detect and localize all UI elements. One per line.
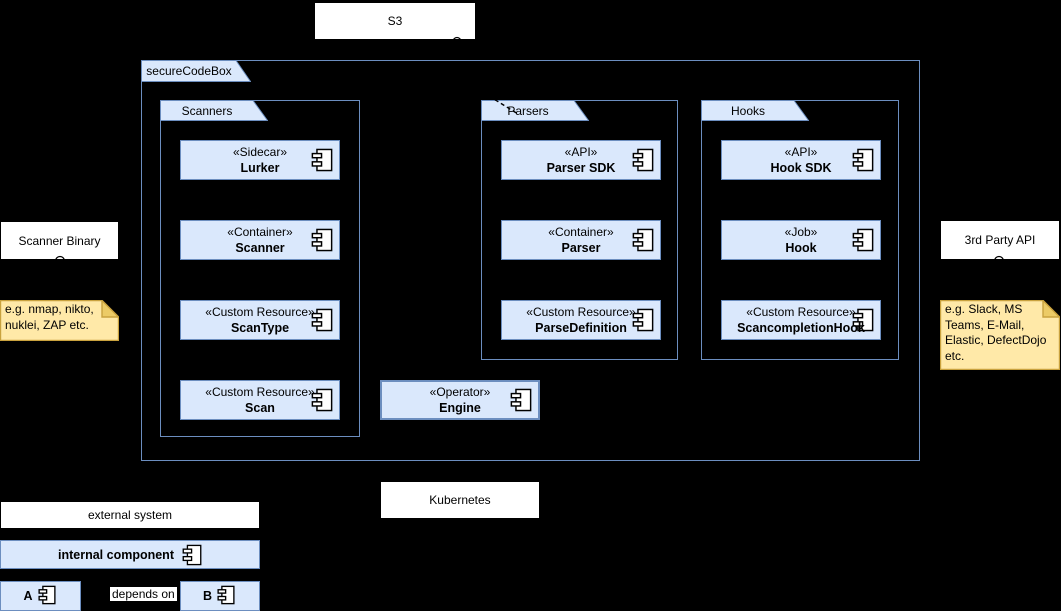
component-stereotype: «API»	[564, 144, 598, 159]
component-scancompletionhook: «Custom Resource» ScancompletionHook	[721, 300, 881, 340]
component-scanner: «Container» Scanner	[180, 220, 340, 260]
component-stereotype: «Custom Resource»	[205, 384, 315, 399]
component-stereotype: «Sidecar»	[232, 144, 288, 159]
component-scan: «Custom Resource» Scan	[180, 380, 340, 420]
package-scanners-tab: Scanners	[160, 100, 269, 126]
package-parsers-label: Parsers	[507, 103, 549, 118]
legend-component-a-label: A	[23, 589, 33, 603]
legend-internal-component: internal component	[0, 540, 260, 569]
component-stereotype: «Operator»	[429, 384, 491, 399]
node-s3-label: S3	[387, 14, 403, 28]
component-parsedefinition: «Custom Resource» ParseDefinition	[501, 300, 661, 340]
uml-component-icon	[217, 585, 237, 607]
node-scanner-binary: Scanner Binary	[0, 221, 119, 260]
node-scanner-binary-label: Scanner Binary	[18, 233, 101, 248]
component-name: Hook SDK	[770, 160, 832, 175]
note-scanner-examples: e.g. nmap, nikto, nuklei, ZAP etc.	[0, 298, 121, 342]
component-stereotype: «Custom Resource»	[526, 304, 636, 319]
component-stereotype: «Custom Resource»	[746, 304, 856, 319]
component-engine: «Operator» Engine	[380, 380, 540, 420]
component-parser: «Container» Parser	[501, 220, 661, 260]
note-shape	[939, 298, 1061, 371]
note-hook-examples: e.g. Slack, MS Teams, E-Mail, Elastic, D…	[939, 298, 1061, 371]
component-stereotype: «Container»	[227, 224, 293, 239]
component-name: ParseDefinition	[535, 320, 627, 335]
component-name: ScancompletionHook	[737, 320, 865, 335]
package-scanners: Scanners	[160, 100, 360, 437]
package-tab-shape	[141, 60, 252, 82]
uml-component-icon	[852, 148, 874, 172]
component-name: Parser	[561, 240, 601, 255]
package-tab-shape	[160, 100, 269, 121]
component-stereotype: «Custom Resource»	[205, 304, 315, 319]
component-name: Parser SDK	[546, 160, 616, 175]
legend-external-system-label: external system	[87, 508, 173, 522]
component-stereotype: «Container»	[548, 224, 614, 239]
uml-component-icon	[311, 148, 333, 172]
uml-component-icon	[311, 308, 333, 332]
component-stereotype: «API»	[784, 144, 818, 159]
component-hook-sdk: «API» Hook SDK	[721, 140, 881, 180]
node-s3: S3	[314, 2, 476, 40]
package-hooks-tab: Hooks	[701, 100, 810, 126]
legend-component-b-label: B	[202, 589, 213, 603]
node-kubernetes-label: Kubernetes	[429, 493, 491, 507]
uml-component-icon	[510, 388, 532, 412]
note-hook-examples-text: e.g. Slack, MS Teams, E-Mail, Elastic, D…	[945, 302, 1047, 363]
legend-depends-on-label: depends on	[110, 587, 177, 601]
package-hooks: Hooks	[701, 100, 899, 360]
legend-internal-component-label: internal component	[58, 547, 174, 562]
component-name: Lurker	[240, 160, 280, 175]
uml-component-icon	[182, 544, 202, 566]
uml-component-icon	[852, 308, 874, 332]
package-securecodebox-label: secureCodeBox	[146, 64, 232, 78]
uml-component-icon	[311, 388, 333, 412]
package-securecodebox-tab: secureCodeBox	[141, 60, 252, 87]
package-hooks-label: Hooks	[730, 103, 765, 118]
component-stereotype: «Job»	[784, 224, 818, 239]
component-name: Scan	[245, 400, 275, 415]
component-name: ScanType	[230, 320, 290, 335]
uml-component-icon	[37, 585, 58, 607]
package-securecodebox: secureCodeBox	[141, 60, 920, 461]
uml-component-icon	[311, 228, 333, 252]
node-3rd-party-api-label: 3rd Party API	[964, 233, 1036, 247]
node-kubernetes: Kubernetes	[380, 481, 540, 519]
note-scanner-examples-text: e.g. nmap, nikto, nuklei, ZAP etc.	[5, 302, 94, 332]
package-parsers-tab: Parsers	[481, 100, 590, 126]
legend-external-system: external system	[0, 501, 260, 529]
component-hook: «Job» Hook	[721, 220, 881, 260]
component-scantype: «Custom Resource» ScanType	[180, 300, 340, 340]
package-scanners-label: Scanners	[181, 103, 233, 118]
legend-component-b: B	[180, 581, 260, 611]
component-parser-sdk: «API» Parser SDK	[501, 140, 661, 180]
uml-component-icon	[632, 228, 654, 252]
note-shape	[0, 298, 121, 342]
component-name: Engine	[439, 400, 481, 415]
legend-component-a: A	[0, 581, 81, 611]
component-lurker: «Sidecar» Lurker	[180, 140, 340, 180]
uml-component-icon	[852, 228, 874, 252]
uml-component-icon	[632, 148, 654, 172]
component-name: Hook	[785, 240, 817, 255]
node-3rd-party-api: 3rd Party API	[940, 220, 1060, 260]
component-name: Scanner	[235, 240, 285, 255]
uml-component-icon	[632, 308, 654, 332]
package-tab-shape	[701, 100, 810, 121]
